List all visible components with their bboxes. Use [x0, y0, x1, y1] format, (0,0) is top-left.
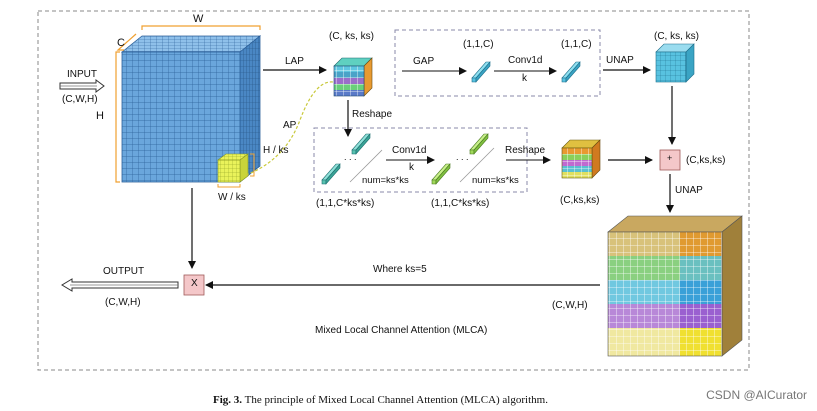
lap-label: LAP — [285, 56, 304, 67]
gap-label: GAP — [413, 56, 435, 67]
input-label: INPUT — [67, 69, 97, 80]
figure-number: Fig. 3. — [213, 394, 243, 406]
h-bracket — [115, 51, 120, 183]
local-vectors-left: . . . — [321, 133, 383, 185]
hks-bracket — [250, 153, 255, 177]
global-dims-label: (C, ks, ks) — [654, 31, 699, 42]
figure-caption: Fig. 3. The principle of Mixed Local Cha… — [213, 394, 548, 406]
conv1d-top-label: Conv1d — [508, 55, 543, 66]
gap-dims-2-label: (1,1,C) — [561, 39, 592, 50]
mlca-label: Mixed Local Channel Attention (MLCA) — [315, 325, 488, 336]
local-patch — [217, 153, 249, 183]
outer-frame — [37, 10, 750, 371]
reshape-right-label: Reshape — [505, 145, 546, 156]
h-ks-label: H / ks — [263, 145, 289, 156]
ap-curve — [245, 81, 334, 176]
gap-dims-1-label: (1,1,C) — [463, 39, 494, 50]
local-dims-label: (C,ks,ks) — [560, 195, 600, 206]
conv1d-mid-label: Conv1d — [392, 145, 427, 156]
local-vectors-right: . . . — [431, 133, 495, 185]
ap-label: AP — [283, 120, 297, 131]
num-right-label: num=ks*ks — [472, 175, 519, 186]
gap-vector-1 — [471, 61, 491, 83]
times-box — [183, 274, 205, 296]
plus-dims-label: (C,ks,ks) — [686, 155, 726, 166]
k-mid-label: k — [409, 162, 414, 173]
global-cube — [655, 43, 695, 83]
c-label: C — [117, 37, 125, 49]
where-label: Where ks=5 — [373, 264, 427, 275]
times-label: X — [191, 278, 198, 289]
c-bracket — [116, 33, 137, 51]
dims-left-label: (1,1,C*ks*ks) — [316, 198, 375, 209]
input-arrow — [59, 79, 105, 93]
unap-top-label: UNAP — [606, 55, 634, 66]
svg-text:. . .: . . . — [456, 152, 469, 162]
plus-label: + — [667, 153, 673, 163]
gap-branch-box — [394, 29, 601, 97]
input-cube — [120, 35, 262, 183]
lap-cube — [333, 57, 373, 97]
plus-box — [659, 149, 681, 171]
output-label: OUTPUT — [103, 266, 145, 277]
attention-cube — [607, 215, 743, 357]
lap-dims-label: (C, ks, ks) — [329, 31, 374, 42]
reshape-down-label: Reshape — [352, 109, 393, 120]
w-bracket — [141, 25, 261, 30]
h-label: H — [96, 110, 104, 122]
gap-vector-2 — [561, 61, 581, 83]
attention-dims-label: (C,W,H) — [552, 300, 588, 311]
dims-right-label: (1,1,C*ks*ks) — [431, 198, 490, 209]
output-dims-label: (C,W,H) — [105, 297, 141, 308]
wks-bracket — [217, 184, 241, 188]
svg-text:. . .: . . . — [344, 152, 357, 162]
num-left-label: num=ks*ks — [362, 175, 409, 186]
local-cube — [561, 139, 601, 179]
output-arrow — [61, 278, 179, 292]
watermark: CSDN @AICurator — [706, 388, 807, 402]
input-dims-label: (C,W,H) — [62, 94, 98, 105]
w-ks-label: W / ks — [218, 192, 246, 203]
k-top-label: k — [522, 73, 527, 84]
w-label: W — [193, 13, 204, 25]
unap-right-label: UNAP — [675, 185, 703, 196]
figure-caption-text: The principle of Mixed Local Channel Att… — [244, 394, 548, 406]
